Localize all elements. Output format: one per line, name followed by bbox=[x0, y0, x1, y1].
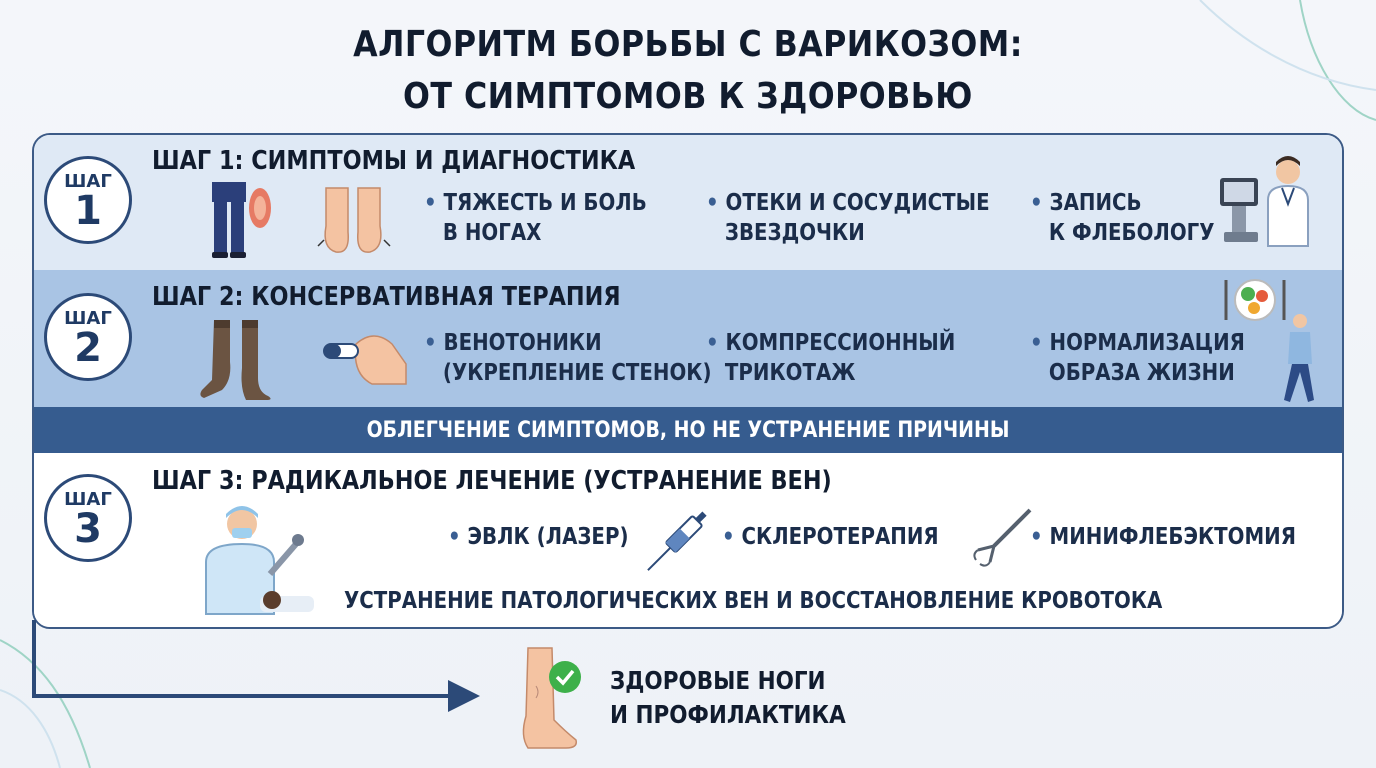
doctor-ultrasound-icon bbox=[1220, 156, 1309, 247]
step1-title: ШАГ 1: СИМПТОМЫ И ДИАГНОСТИКА bbox=[152, 146, 636, 176]
step3-circle: ШАГ 3 bbox=[44, 474, 132, 562]
step1-item-heaviness: •ТЯЖЕСТЬ И БОЛЬ В НОГАХ bbox=[424, 190, 647, 246]
step2-circle-label: ШАГ bbox=[64, 308, 112, 329]
step3-title: ШАГ 3: РАДИКАЛЬНОЕ ЛЕЧЕНИЕ (УСТРАНЕНИЕ В… bbox=[152, 466, 832, 496]
step2-circle-number: 2 bbox=[74, 325, 102, 371]
final-outcome: ЗДОРОВЫЕ НОГИ И ПРОФИЛАКТИКА bbox=[610, 664, 846, 732]
step3-circle-label: ШАГ bbox=[64, 489, 112, 510]
step3-item-evlk: •ЭВЛК (ЛАЗЕР) bbox=[448, 524, 629, 550]
healthy-leg-icon bbox=[522, 647, 578, 749]
pill-hand-icon bbox=[323, 335, 407, 385]
page-title-line2: ОТ СИМПТОМОВ К ЗДОРОВЬЮ bbox=[403, 76, 973, 117]
compression-stockings-icon bbox=[200, 320, 271, 400]
syringe-icon bbox=[647, 511, 707, 571]
step2-item-lifestyle: •НОРМАЛИЗАЦИЯ ОБРАЗА ЖИЗНИ bbox=[1030, 330, 1245, 386]
relief-bar: ОБЛЕГЧЕНИЕ СИМПТОМОВ, НО НЕ УСТРАНЕНИЕ П… bbox=[34, 407, 1342, 453]
step2-item-compression: •КОМПРЕССИОННЫЙ ТРИКОТАЖ bbox=[706, 330, 956, 386]
step3-circle-number: 3 bbox=[74, 506, 102, 552]
step2-circle: ШАГ 2 bbox=[44, 293, 132, 381]
step3-item-miniphlebectomy: •МИНИФЛЕБЭКТОМИЯ bbox=[1030, 524, 1296, 550]
feet-swelling-icon bbox=[317, 187, 391, 253]
check-icon bbox=[549, 661, 581, 693]
surgical-hook-icon bbox=[973, 508, 1032, 567]
walking-man-icon bbox=[1284, 314, 1314, 402]
step1-circle: ШАГ 1 bbox=[44, 156, 132, 244]
step2-title: ШАГ 2: КОНСЕРВАТИВНАЯ ТЕРАПИЯ bbox=[152, 282, 621, 312]
final-outcome-line1: ЗДОРОВЫЕ НОГИ bbox=[610, 666, 826, 695]
final-outcome-line2: И ПРОФИЛАКТИКА bbox=[610, 700, 846, 729]
arrow-icon bbox=[32, 620, 480, 712]
step1-item-appointment: •ЗАПИСЬ К ФЛЕБОЛОГУ bbox=[1030, 190, 1215, 246]
step1-circle-label: ШАГ bbox=[64, 171, 112, 192]
step3-item-sclerotherapy: •СКЛЕРОТЕРАПИЯ bbox=[722, 524, 939, 550]
step3-result: УСТРАНЕНИЕ ПАТОЛОГИЧЕСКИХ ВЕН И ВОССТАНО… bbox=[344, 588, 1163, 614]
step1-circle-number: 1 bbox=[74, 188, 102, 234]
page-title-line1: АЛГОРИТМ БОРЬБЫ С ВАРИКОЗОМ: bbox=[353, 24, 1023, 65]
relief-bar-text: ОБЛЕГЧЕНИЕ СИМПТОМОВ, НО НЕ УСТРАНЕНИЕ П… bbox=[366, 418, 1010, 443]
healthy-food-icon bbox=[1224, 279, 1286, 321]
surgeon-laser-icon bbox=[205, 506, 314, 615]
step1-item-edema: •ОТЕКИ И СОСУДИСТЫЕ ЗВЕЗДОЧКИ bbox=[706, 190, 990, 246]
legs-pain-icon bbox=[212, 182, 271, 258]
step2-item-venotonics: •ВЕНОТОНИКИ (УКРЕПЛЕНИЕ СТЕНОК) bbox=[424, 330, 712, 386]
